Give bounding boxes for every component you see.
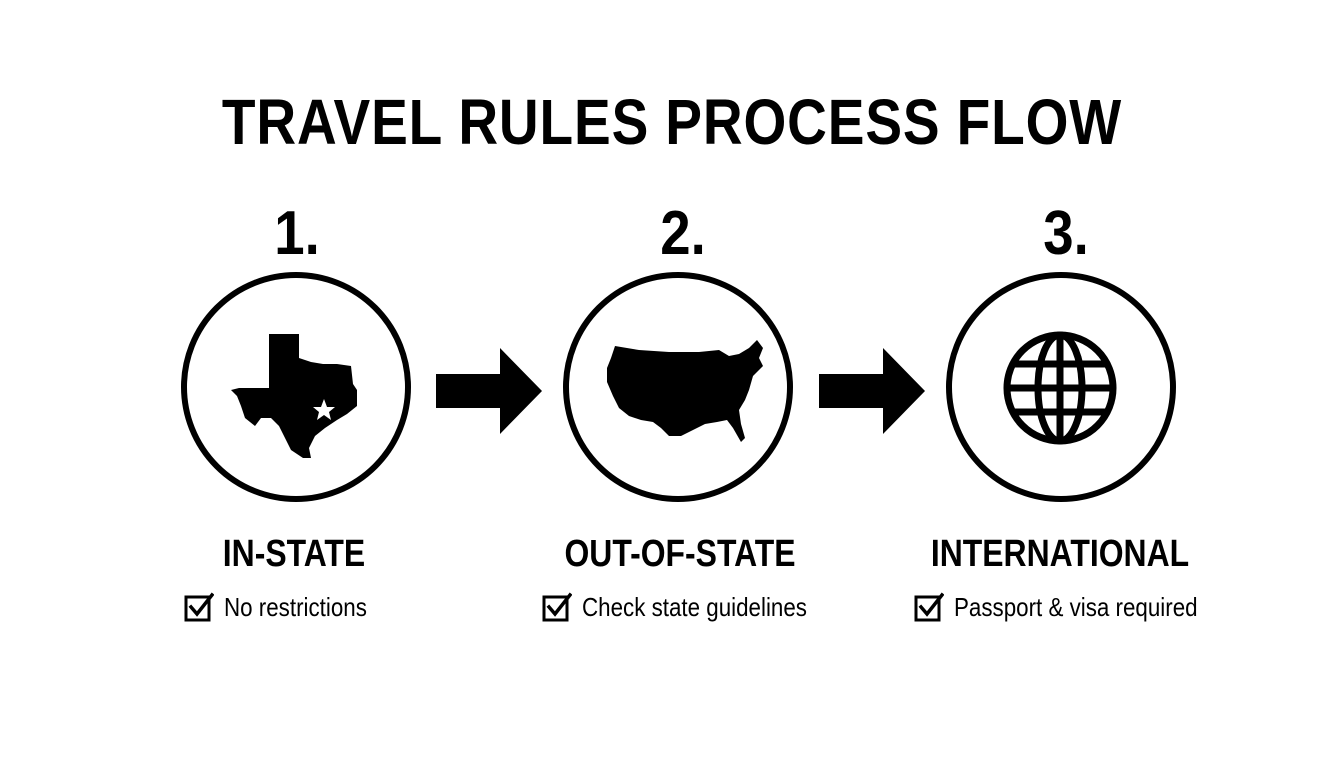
- arrow-right-icon: [819, 348, 925, 434]
- step-2-note-text: Check state guidelines: [582, 592, 807, 622]
- checkbox-checked-icon: [914, 592, 944, 622]
- step-1-note-text: No restrictions: [224, 592, 367, 622]
- step-2-circle: [563, 272, 793, 502]
- diagram-title: TRAVEL RULES PROCESS FLOW: [221, 86, 1123, 158]
- step-3-circle: [946, 272, 1176, 502]
- step-3-note: Passport & visa required: [914, 590, 1237, 624]
- step-1-number: 1.: [274, 199, 320, 268]
- step-3-note-text: Passport & visa required: [954, 592, 1198, 622]
- texas-map-icon: [231, 334, 357, 458]
- checkbox-checked-icon: [184, 592, 214, 622]
- arrow-right-icon: [436, 348, 542, 434]
- globe-icon: [1003, 331, 1117, 445]
- usa-map-icon: [607, 340, 763, 442]
- step-2-note: Check state guidelines: [542, 590, 844, 624]
- step-2-label: OUT-OF-STATE: [564, 533, 796, 575]
- step-1-note: No restrictions: [184, 590, 390, 624]
- step-1-circle: [181, 272, 411, 502]
- step-1-label: IN-STATE: [222, 533, 366, 575]
- step-3-label: INTERNATIONAL: [930, 533, 1190, 575]
- step-3-number: 3.: [1043, 199, 1089, 268]
- checkbox-checked-icon: [542, 592, 572, 622]
- step-2-number: 2.: [660, 199, 706, 268]
